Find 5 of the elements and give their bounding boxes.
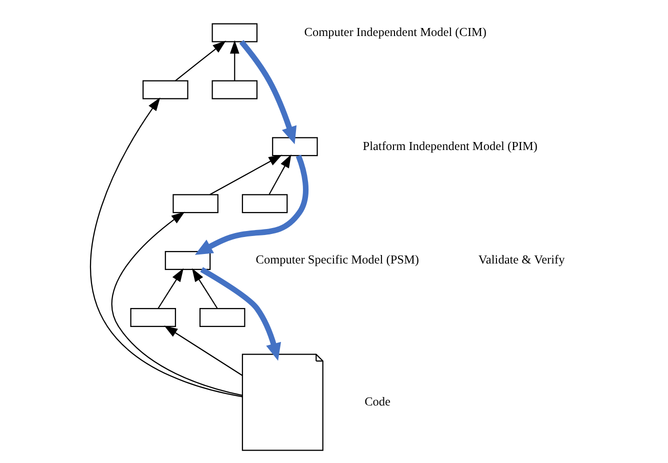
node-label: Code (364, 394, 390, 408)
node-label: Platform Independent Model (PIM) (362, 138, 538, 153)
node-label: Computer Independent Model (CIM) (304, 24, 486, 39)
label: Validate & Verify (478, 252, 564, 267)
node-label: Computer Specific Model (PSM) (255, 252, 418, 267)
